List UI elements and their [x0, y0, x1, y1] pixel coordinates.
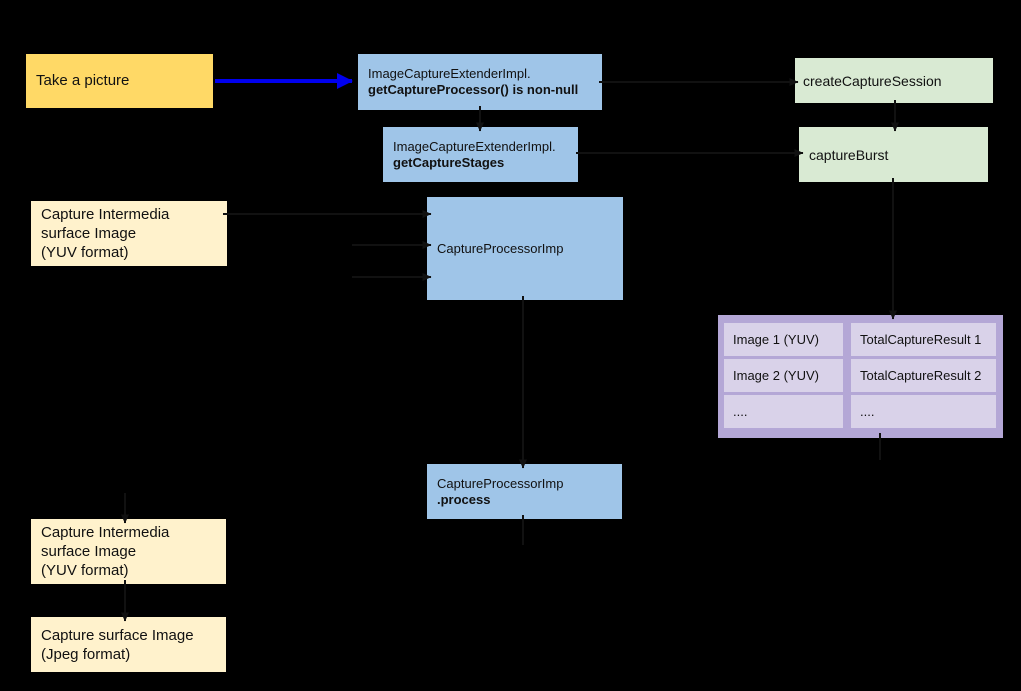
- node-get-capture-stages: ImageCaptureExtenderImpl. getCaptureStag…: [383, 127, 578, 182]
- node-capture-surface-jpeg: Capture surface Image (Jpeg format): [31, 617, 226, 672]
- node-label: createCaptureSession: [803, 72, 942, 89]
- node-line-bold: getCaptureProcessor() is non-null: [368, 82, 579, 97]
- node-capture-processor-process: CaptureProcessorImp .process: [427, 464, 622, 519]
- node-line: ImageCaptureExtenderImpl.: [368, 66, 531, 81]
- node-line: ImageCaptureExtenderImpl.: [393, 138, 556, 154]
- node-take-a-picture: Take a picture: [26, 54, 213, 108]
- table-cell-image-2: Image 2 (YUV): [724, 359, 843, 392]
- node-line-bold: getCaptureStages: [393, 154, 505, 170]
- table-cell-result-2: TotalCaptureResult 2: [851, 359, 996, 392]
- capture-results-table: Image 1 (YUV) TotalCaptureResult 1 Image…: [718, 315, 1003, 438]
- table-cell-images-ellipsis: ....: [724, 395, 843, 428]
- node-line: CaptureProcessorImp: [437, 475, 564, 491]
- node-capture-burst: captureBurst: [799, 127, 988, 182]
- node-capture-intermedia-surface-top: Capture Intermedia surface Image (YUV fo…: [31, 201, 227, 266]
- table-cell-results-ellipsis: ....: [851, 395, 996, 428]
- node-label: CaptureProcessorImp: [437, 240, 564, 256]
- table-cell-image-1: Image 1 (YUV): [724, 323, 843, 356]
- node-line-bold: .process: [437, 491, 491, 507]
- node-label: captureBurst: [809, 146, 889, 163]
- node-label: Take a picture: [36, 72, 130, 89]
- node-get-capture-processor: ImageCaptureExtenderImpl. getCaptureProc…: [358, 54, 602, 110]
- table-cell-result-1: TotalCaptureResult 1: [851, 323, 996, 356]
- node-create-capture-session: createCaptureSession: [795, 58, 993, 103]
- node-capture-processor-imp: CaptureProcessorImp: [427, 197, 623, 300]
- node-capture-intermedia-surface-bottom: Capture Intermedia surface Image (YUV fo…: [31, 519, 226, 584]
